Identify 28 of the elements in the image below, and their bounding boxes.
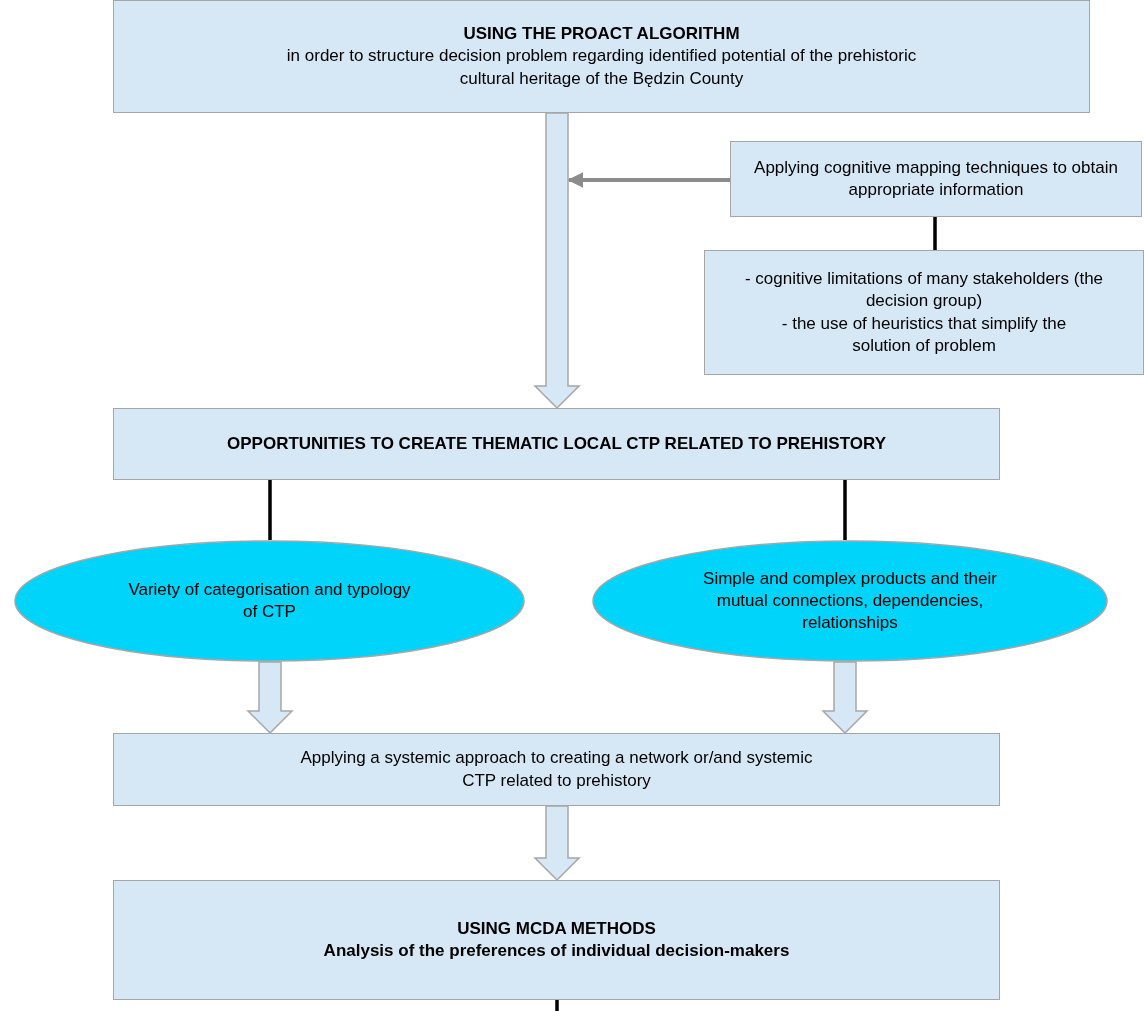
body-text: Applying cognitive mapping techniques to obtain appropriate information — [753, 156, 1119, 201]
block-arrow — [533, 112, 581, 410]
body-text: - the use of heuristics that simplify the solution of problem — [780, 312, 1068, 357]
body-text: in order to structure decision problem regarding identified potential of the prehistoric cultural heritage of the Będzin County — [285, 45, 918, 90]
body-text: - cognitive limitations of many stakeholders (the decision group) — [743, 268, 1105, 313]
block-arrow — [246, 661, 294, 735]
arrow — [567, 172, 730, 188]
connector-line — [933, 217, 937, 250]
topic-ellipse — [14, 540, 525, 662]
connector-line — [268, 480, 272, 540]
block-arrow — [821, 661, 869, 735]
connector-line — [843, 480, 847, 540]
process-box — [113, 408, 1000, 480]
block-arrow — [533, 805, 581, 882]
heading-text: USING THE PROACT ALGORITHM — [463, 23, 740, 46]
connector-line — [555, 1000, 559, 1011]
process-box — [113, 880, 1000, 1000]
heading-text: USING MCDA METHODS — [457, 917, 656, 940]
heading-text: Analysis of the preferences of individual decision-makers — [323, 940, 790, 962]
topic-ellipse — [592, 540, 1108, 662]
body-text: Simple and complex products and their mutual connections, dependencies, relationships — [702, 567, 998, 635]
body-text: Applying a systemic approach to creating a network or/and systemic CTP related to prehistory — [299, 747, 814, 792]
process-box — [704, 250, 1144, 375]
process-box — [113, 733, 1000, 806]
body-text: Variety of categorisation and typology of CTP — [127, 578, 412, 623]
process-box — [113, 0, 1090, 113]
heading-text: OPPORTUNITIES TO CREATE THEMATIC LOCAL CTP RELATED TO PREHISTORY — [227, 432, 886, 455]
process-box — [730, 141, 1142, 217]
